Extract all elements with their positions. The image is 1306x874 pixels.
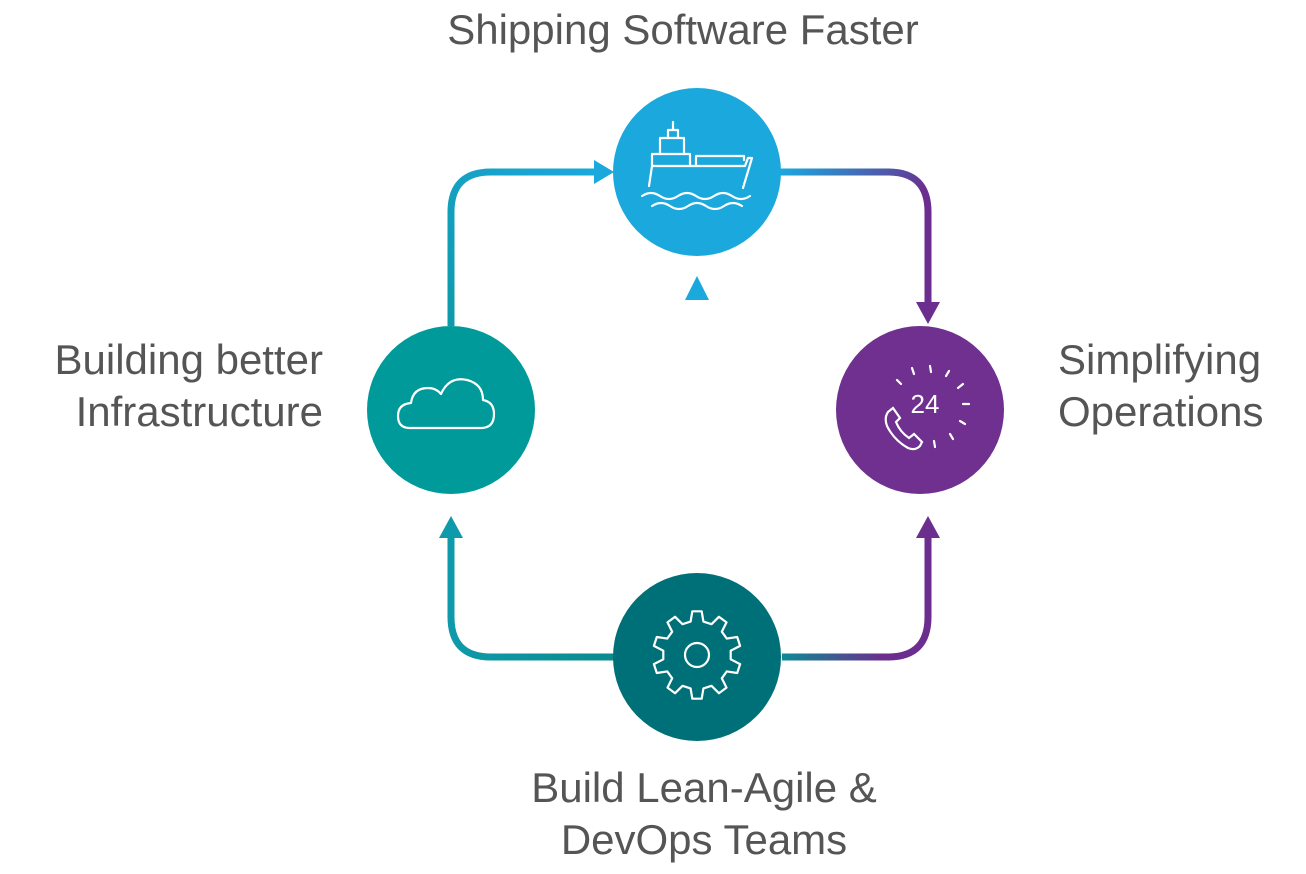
node-infrastructure-label-line: Infrastructure — [75, 388, 323, 435]
phone-24-icon-text: 24 — [911, 389, 940, 419]
ship-icon — [640, 120, 754, 211]
node-infrastructure-circle — [367, 326, 535, 494]
node-infrastructure-label: Building better Infrastructure — [54, 334, 323, 438]
arrow-teams-to-infrastructure — [439, 516, 614, 661]
node-teams-label-line: DevOps Teams — [560, 816, 848, 863]
node-shipping — [613, 88, 781, 256]
arrowhead — [594, 160, 614, 184]
node-teams-label: Build Lean-Agile & DevOps Teams — [0, 762, 1306, 866]
node-teams-circle — [613, 573, 781, 741]
node-operations: 24 — [836, 326, 1004, 494]
cloud-icon — [396, 378, 496, 430]
node-infrastructure-label-line: Building better — [54, 336, 323, 383]
arrow-shipping-to-operations — [780, 168, 940, 324]
node-shipping-label: Shipping Software Faster — [447, 6, 919, 53]
arrowhead — [916, 516, 940, 538]
gear-hub — [683, 641, 711, 669]
arrow-infrastructure-to-shipping — [447, 160, 614, 326]
node-teams — [613, 573, 781, 741]
gear-icon — [652, 610, 742, 700]
arrowhead — [439, 516, 463, 538]
gear-teeth — [652, 610, 742, 700]
node-shipping-circle — [613, 88, 781, 256]
node-operations-label: Simplifying Operations — [1058, 334, 1263, 438]
node-teams-label-line: Build Lean-Agile & — [531, 764, 877, 811]
clock-tick-marks — [895, 364, 971, 449]
arrow-teams-to-shipping — [685, 276, 709, 572]
node-infrastructure — [367, 326, 535, 494]
node-operations-label-line: Operations — [1058, 388, 1264, 435]
arrowhead — [685, 276, 709, 300]
phone-24-icon — [884, 364, 971, 451]
phone-handset — [884, 406, 924, 451]
node-operations-label-line: Simplifying — [1058, 336, 1262, 383]
arrowhead — [916, 302, 940, 324]
arrow-teams-to-operations — [782, 516, 940, 661]
node-operations-circle — [836, 326, 1004, 494]
